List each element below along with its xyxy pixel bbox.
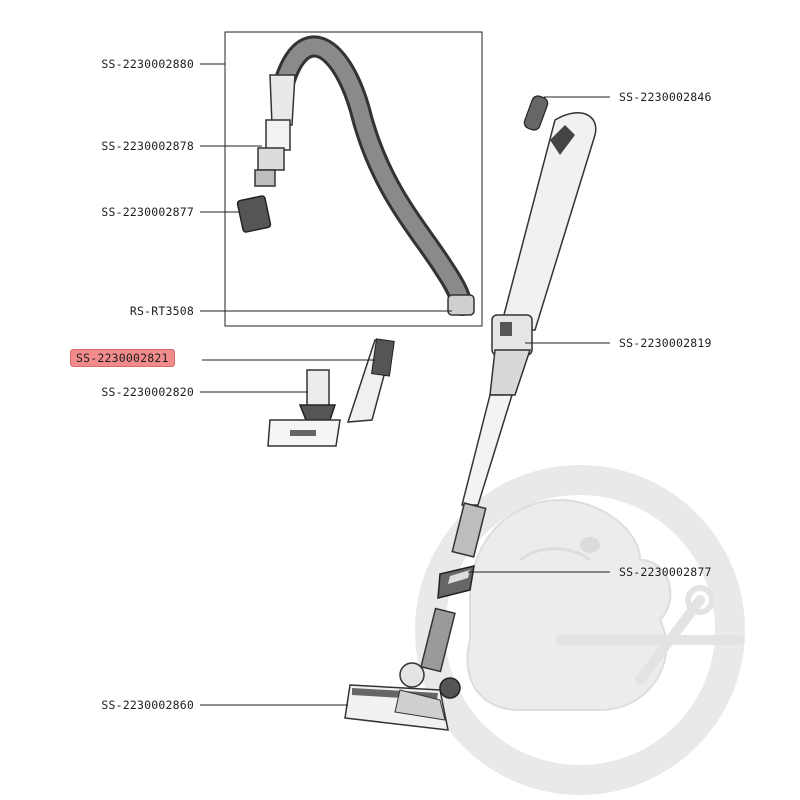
upholstery-brush: [267, 369, 341, 447]
handle-grip: [523, 95, 549, 131]
label-upholstery-brush-part: SS-2230002820: [101, 385, 194, 399]
stick-vacuum: [451, 112, 597, 558]
label-crevice-tool-part: SS-2230002821: [70, 349, 175, 367]
leader-lines: [200, 63, 610, 706]
nozzle-clip: [437, 565, 475, 599]
label-handle-grip-part: SS-2230002846: [619, 90, 712, 104]
label-hose-ring-part: SS-2230002878: [101, 139, 194, 153]
label-hose-clip-part: SS-2230002877: [101, 205, 194, 219]
hose-handle: [254, 74, 296, 187]
label-hose-handle-part: SS-2230002880: [101, 57, 194, 71]
hose-group-frame: [224, 31, 483, 327]
crevice-tool: [346, 338, 395, 423]
label-nozzle-clip-part: SS-2230002877: [619, 565, 712, 579]
flexible-hose: [271, 35, 475, 316]
label-floor-nozzle-part: SS-2230002860: [101, 698, 194, 712]
label-hose-assembly-part: RS-RT3508: [129, 304, 194, 318]
floor-nozzle: [344, 607, 461, 731]
label-tube-stick-part: SS-2230002819: [619, 336, 712, 350]
hose-clip: [236, 195, 272, 233]
